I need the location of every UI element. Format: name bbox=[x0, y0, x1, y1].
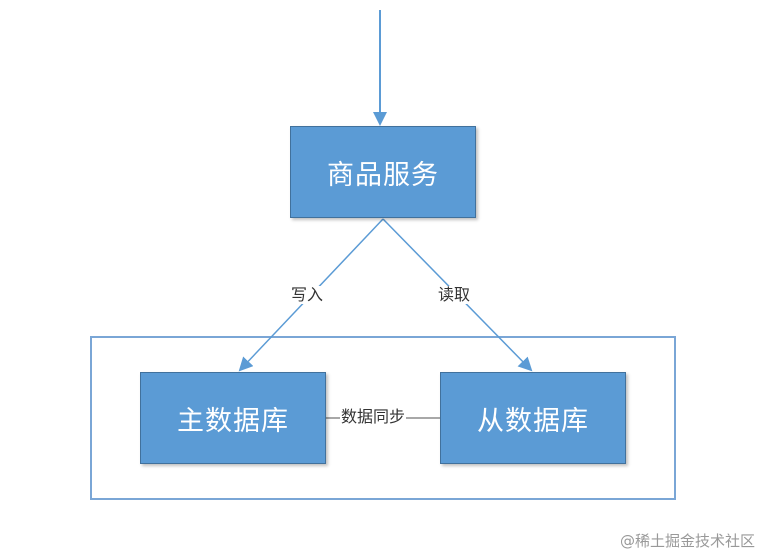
data-sync-label: 数据同步 bbox=[340, 407, 407, 426]
read-label: 读取 bbox=[437, 285, 472, 304]
watermark: @稀土掘金技术社区 bbox=[619, 532, 755, 550]
slave-database-node: 从数据库 bbox=[440, 372, 626, 464]
product-service-node: 商品服务 bbox=[290, 126, 476, 218]
write-label: 写入 bbox=[290, 285, 325, 304]
master-database-node: 主数据库 bbox=[140, 372, 326, 464]
